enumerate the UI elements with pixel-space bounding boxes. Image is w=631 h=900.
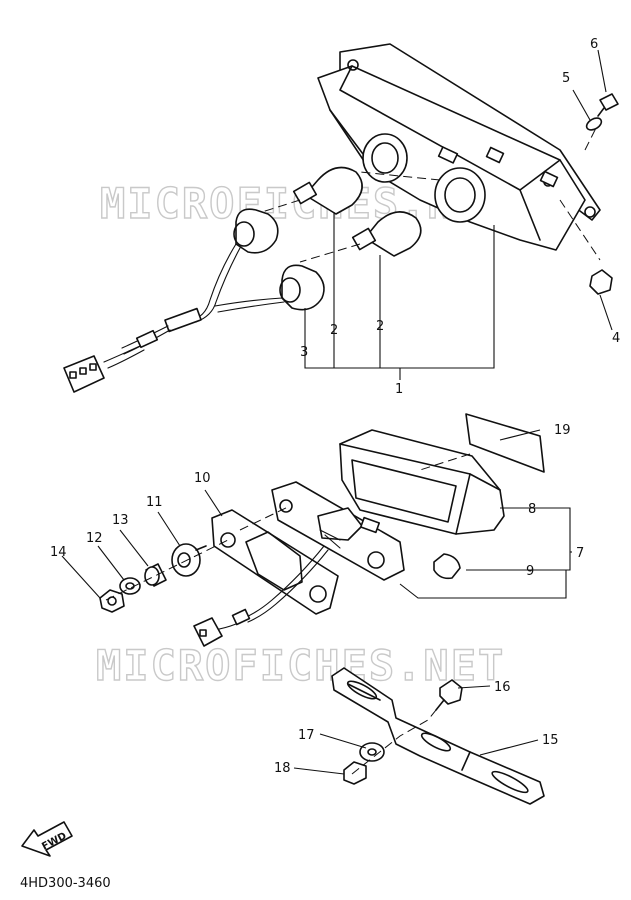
fwd-arrow-icon: FWD <box>21 821 73 857</box>
nut-part-4 <box>589 269 613 295</box>
callout-15: 15 <box>542 733 559 748</box>
nut-part-18 <box>343 761 367 785</box>
watermark-bottom: MICROFICHES.NET <box>96 641 505 690</box>
callout-19: 19 <box>554 423 571 438</box>
license-light-base <box>271 481 405 581</box>
callout-16: 16 <box>494 680 511 695</box>
callout-1: 1 <box>395 382 403 397</box>
callout-13: 13 <box>112 513 129 528</box>
callout-18: 18 <box>274 761 291 776</box>
callout-3: 3 <box>300 345 308 360</box>
washer-part-5 <box>585 117 603 131</box>
callout-2-upper-bulb: 2 <box>330 323 338 338</box>
bulb-upper <box>292 166 363 215</box>
screw-part-6 <box>597 93 619 117</box>
callout-10: 10 <box>194 471 211 486</box>
license-bracket-part-15 <box>331 667 545 805</box>
callout-7: 7 <box>576 546 584 561</box>
callout-4: 4 <box>612 331 620 346</box>
license-light-connector <box>193 545 329 647</box>
callout-12: 12 <box>86 531 103 546</box>
lens-strip-part-19 <box>465 413 545 473</box>
callout-6: 6 <box>590 37 598 52</box>
washer-part-12 <box>119 577 141 595</box>
callout-8: 8 <box>528 502 536 517</box>
collar-part-13 <box>144 563 167 587</box>
bulb-socket-harness <box>63 208 325 393</box>
callout-14: 14 <box>50 545 67 560</box>
gasket-part-10 <box>211 509 339 615</box>
callout-17: 17 <box>298 728 315 743</box>
bulb-lower <box>351 211 422 257</box>
tail-light-housing <box>317 43 601 251</box>
callout-9: 9 <box>526 564 534 579</box>
bulb-part-9 <box>433 553 461 580</box>
callout-11: 11 <box>146 495 163 510</box>
grommet-part-11 <box>171 543 207 577</box>
callout-5: 5 <box>562 71 570 86</box>
callout-2-lower-bulb: 2 <box>376 319 384 334</box>
diagram-code: 4HD300-3460 <box>20 876 111 891</box>
